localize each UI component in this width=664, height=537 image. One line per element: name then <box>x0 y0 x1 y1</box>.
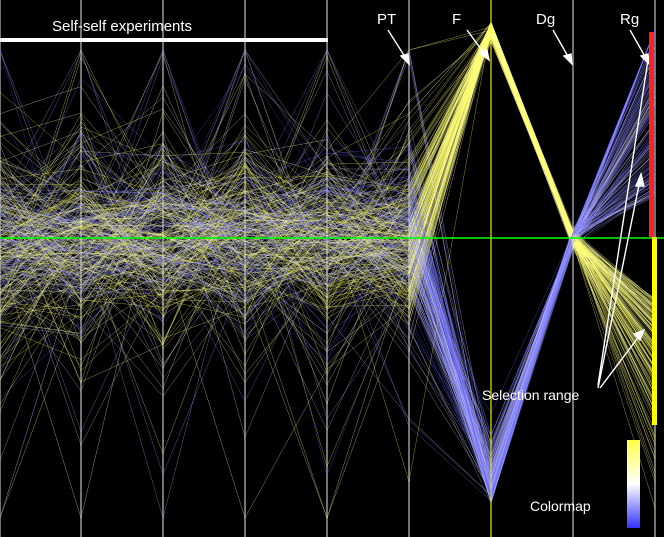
colormap-label: Colormap <box>530 498 591 514</box>
colormap-swatch <box>627 440 640 528</box>
data-polyline <box>0 144 656 495</box>
axis-label-f: F <box>452 11 461 28</box>
selection-range-upper-bar <box>649 32 654 237</box>
data-polyline <box>0 162 656 479</box>
data-polyline <box>0 102 656 470</box>
data-polyline <box>0 23 656 350</box>
arrow-selection-3 <box>597 59 649 386</box>
data-polyline <box>0 49 656 488</box>
data-polyline <box>0 26 656 369</box>
data-polyline <box>0 24 656 468</box>
self-self-group-label: Self-self experiments <box>52 18 192 35</box>
selection-range-lower-bar <box>652 237 657 425</box>
data-polyline <box>0 29 656 483</box>
data-polyline <box>0 109 656 467</box>
arrow-f-head <box>478 49 491 62</box>
data-polyline <box>0 99 656 481</box>
data-polyline <box>0 38 656 404</box>
axis-label-rg: Rg <box>620 11 639 28</box>
polylines-layer <box>0 21 656 519</box>
axis-label-pt: PT <box>377 11 396 28</box>
arrow-selection-2-head <box>632 328 646 342</box>
arrow-selection-1-head <box>634 171 645 187</box>
data-polyline <box>0 31 656 395</box>
data-polyline <box>0 85 656 445</box>
arrow-dg-head <box>562 53 573 66</box>
annotation-arrows <box>387 29 650 389</box>
data-polyline <box>0 33 656 405</box>
arrow-rg-head <box>639 53 650 66</box>
axis-label-dg: Dg <box>536 11 555 28</box>
self-self-group-bar <box>0 38 328 42</box>
data-polyline <box>0 172 656 492</box>
data-polyline <box>0 138 656 499</box>
data-polyline <box>0 156 656 476</box>
data-polyline <box>0 152 656 448</box>
arrow-selection-2 <box>599 334 641 389</box>
arrow-pt-head <box>399 53 410 66</box>
selection-range-label: Selection range <box>482 387 580 403</box>
arrow-selection-1 <box>597 179 641 389</box>
data-polyline <box>0 23 656 441</box>
data-polyline <box>0 29 656 500</box>
data-polyline <box>0 35 656 324</box>
data-polyline <box>0 24 656 380</box>
